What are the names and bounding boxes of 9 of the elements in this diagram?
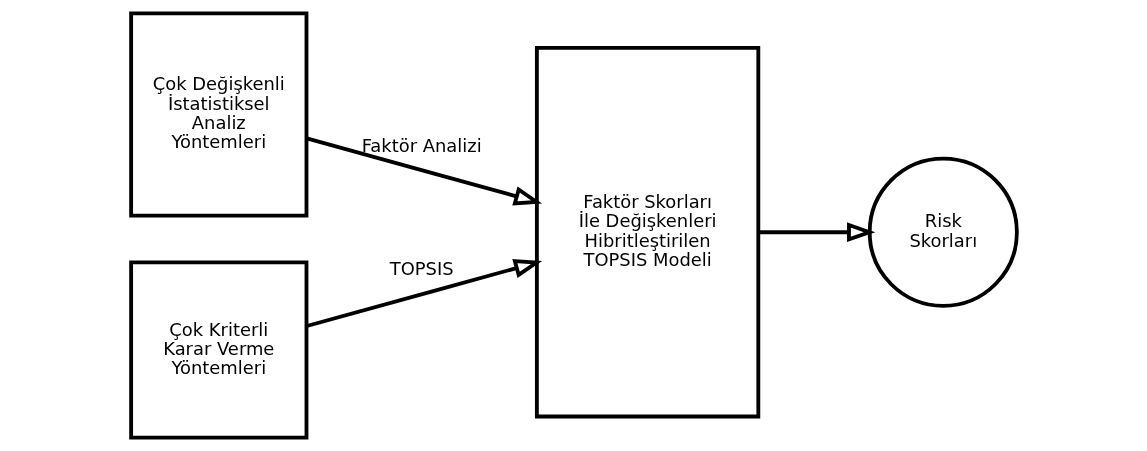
edge-label: Faktör Analizi: [361, 134, 482, 156]
arrow: [757, 222, 875, 243]
arrow: [305, 136, 542, 206]
node-circle: Risk Skorları: [867, 156, 1019, 308]
arrow: [305, 259, 542, 328]
edge-label: TOPSIS: [389, 257, 454, 279]
node-box: Çok Kriterli Karar Verme Yöntemleri: [128, 260, 308, 440]
node-box: Çok Değişkenli İstatistiksel Analiz Yöntemleri: [128, 11, 308, 218]
node-box: Faktör Skorları İle Değişkenleri Hibritleştirilen TOPSIS Modeli: [534, 46, 760, 419]
